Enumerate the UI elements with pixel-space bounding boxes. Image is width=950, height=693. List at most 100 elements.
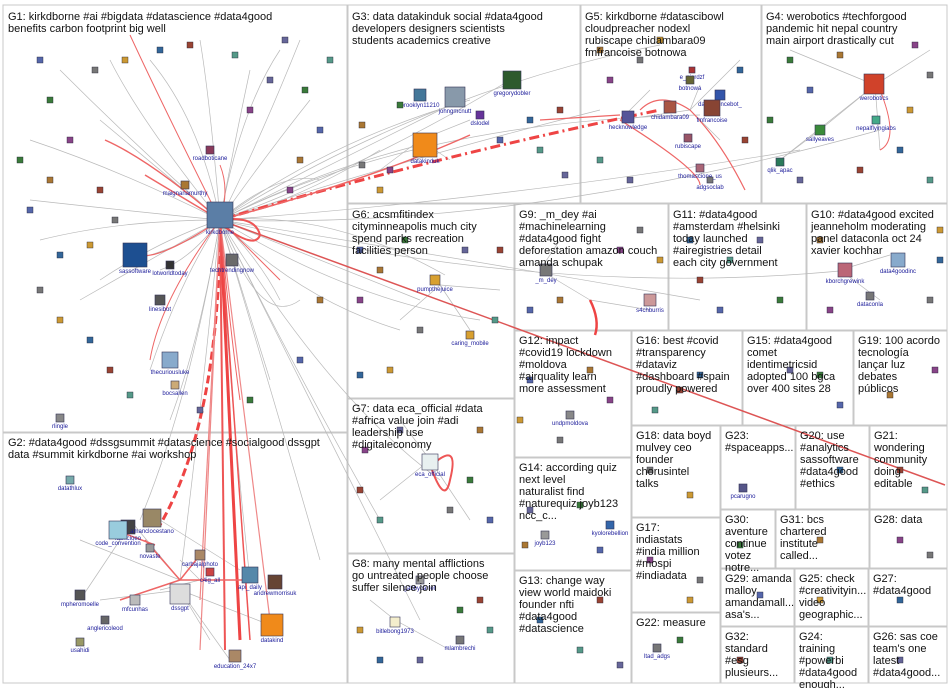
- node-small[interactable]: [358, 161, 366, 169]
- node-small[interactable]: [756, 591, 764, 599]
- node-small[interactable]: [741, 136, 749, 144]
- node-small[interactable]: [816, 371, 824, 379]
- node-eca-official[interactable]: eca_official: [415, 453, 445, 478]
- node-small[interactable]: [376, 186, 384, 194]
- node-small[interactable]: [376, 656, 384, 664]
- node-small[interactable]: [456, 606, 464, 614]
- node-novaste[interactable]: novaste: [139, 543, 161, 560]
- node-small[interactable]: [516, 416, 524, 424]
- node-small[interactable]: [816, 236, 824, 244]
- node-small[interactable]: [626, 176, 634, 184]
- node-small[interactable]: [676, 386, 684, 394]
- node-small[interactable]: [816, 536, 824, 544]
- node-small[interactable]: [536, 146, 544, 154]
- node-sassoftware[interactable]: sassoftware: [119, 242, 152, 275]
- node-small[interactable]: [486, 516, 494, 524]
- node-small[interactable]: [886, 391, 894, 399]
- node-small[interactable]: [906, 106, 914, 114]
- node-hecknowledge[interactable]: hecknowledge: [609, 110, 648, 131]
- node-small[interactable]: [786, 366, 794, 374]
- node-m-dey[interactable]: _m_dey: [534, 263, 557, 284]
- node-techtrendingnow[interactable]: techtrendingnow: [210, 253, 255, 274]
- node-small[interactable]: [896, 596, 904, 604]
- node-small[interactable]: [296, 156, 304, 164]
- node-small[interactable]: [356, 296, 364, 304]
- node-small[interactable]: [856, 166, 864, 174]
- node-small[interactable]: [361, 446, 369, 454]
- node-small[interactable]: [416, 326, 424, 334]
- node-small[interactable]: [776, 296, 784, 304]
- node-small[interactable]: [356, 486, 364, 494]
- node-small[interactable]: [736, 541, 744, 549]
- node-small[interactable]: [246, 106, 254, 114]
- node-small[interactable]: [526, 506, 534, 514]
- node-small[interactable]: [16, 156, 24, 164]
- node-small[interactable]: [896, 146, 904, 154]
- node-small[interactable]: [806, 86, 814, 94]
- node-gregorydobler[interactable]: gregorydobler: [493, 70, 531, 97]
- node-werobotics[interactable]: werobotics: [859, 73, 889, 102]
- node-datakind[interactable]: datakind: [261, 613, 284, 644]
- node-small[interactable]: [651, 406, 659, 414]
- node-small[interactable]: [526, 376, 534, 384]
- node-small[interactable]: [526, 116, 534, 124]
- node-kyolorebellion[interactable]: kyolorebellion: [592, 520, 629, 537]
- node-adgsoclab[interactable]: adgsoclab: [696, 176, 724, 191]
- node-code-convention[interactable]: code_convention: [95, 520, 141, 547]
- node-small[interactable]: [656, 256, 664, 264]
- node-rubiscape[interactable]: rubiscape: [675, 133, 702, 150]
- node-chidambara09[interactable]: chidambara09: [651, 100, 690, 121]
- node-small[interactable]: [281, 36, 289, 44]
- node-small[interactable]: [756, 236, 764, 244]
- node-johngmcnutt[interactable]: johngmcnutt: [438, 86, 472, 115]
- node-sallyeaves[interactable]: sallyeaves: [806, 124, 834, 143]
- node-linesibot[interactable]: linesibot: [149, 294, 171, 313]
- node-small[interactable]: [91, 66, 99, 74]
- node-small[interactable]: [301, 86, 309, 94]
- node-small[interactable]: [636, 56, 644, 64]
- node-small[interactable]: [726, 256, 734, 264]
- node-small[interactable]: [66, 136, 74, 144]
- node-api-daily[interactable]: api_daily: [238, 566, 262, 591]
- node-small[interactable]: [396, 426, 404, 434]
- node-small[interactable]: [196, 406, 204, 414]
- node-small[interactable]: [596, 156, 604, 164]
- node-pumpthejuice[interactable]: pumpthejuice: [417, 274, 454, 293]
- node-qlik-apac[interactable]: qlik_apac: [767, 157, 793, 174]
- node-small[interactable]: [696, 276, 704, 284]
- node-small[interactable]: [246, 396, 254, 404]
- node-small[interactable]: [376, 266, 384, 274]
- node-small[interactable]: [696, 371, 704, 379]
- node-small[interactable]: [926, 551, 934, 559]
- node-small[interactable]: [646, 466, 654, 474]
- node-andrewmorrisuk[interactable]: andrewmorrisuk: [254, 574, 298, 597]
- node-ltad-adgs[interactable]: ltad_adgs: [644, 643, 670, 660]
- node-small[interactable]: [356, 246, 364, 254]
- node-fmfrancoise[interactable]: fmfrancoise: [696, 99, 728, 124]
- node-small[interactable]: [296, 356, 304, 364]
- node-small[interactable]: [596, 46, 604, 54]
- node-small[interactable]: [646, 556, 654, 564]
- node-small[interactable]: [736, 656, 744, 664]
- node-small[interactable]: [46, 176, 54, 184]
- node-small[interactable]: [686, 596, 694, 604]
- node-lotworldtoday[interactable]: lotworldtoday: [152, 260, 188, 277]
- node-thecuriousluke[interactable]: thecuriousluke: [151, 351, 190, 376]
- node-maignanamurthy[interactable]: maignanamurthy: [163, 180, 208, 197]
- node-education-24x7[interactable]: education_24x7: [214, 649, 257, 670]
- node-small[interactable]: [96, 186, 104, 194]
- node-small[interactable]: [526, 306, 534, 314]
- node-small[interactable]: [911, 41, 919, 49]
- node-small[interactable]: [111, 216, 119, 224]
- node-carbajalphoto[interactable]: carbajalphoto: [182, 549, 219, 568]
- node-data4goodinc[interactable]: data4goodinc: [880, 252, 916, 275]
- node-dssgpt[interactable]: dssgpt: [169, 583, 191, 612]
- node-small[interactable]: [606, 76, 614, 84]
- node-small[interactable]: [896, 466, 904, 474]
- node-bocsallen[interactable]: bocsallen: [162, 380, 188, 397]
- node-small[interactable]: [231, 51, 239, 59]
- node-small[interactable]: [376, 516, 384, 524]
- node-thomascione-us[interactable]: thomascione_us: [678, 163, 722, 180]
- node-small[interactable]: [86, 241, 94, 249]
- node-bitlebong1973[interactable]: bitlebong1973: [376, 616, 415, 635]
